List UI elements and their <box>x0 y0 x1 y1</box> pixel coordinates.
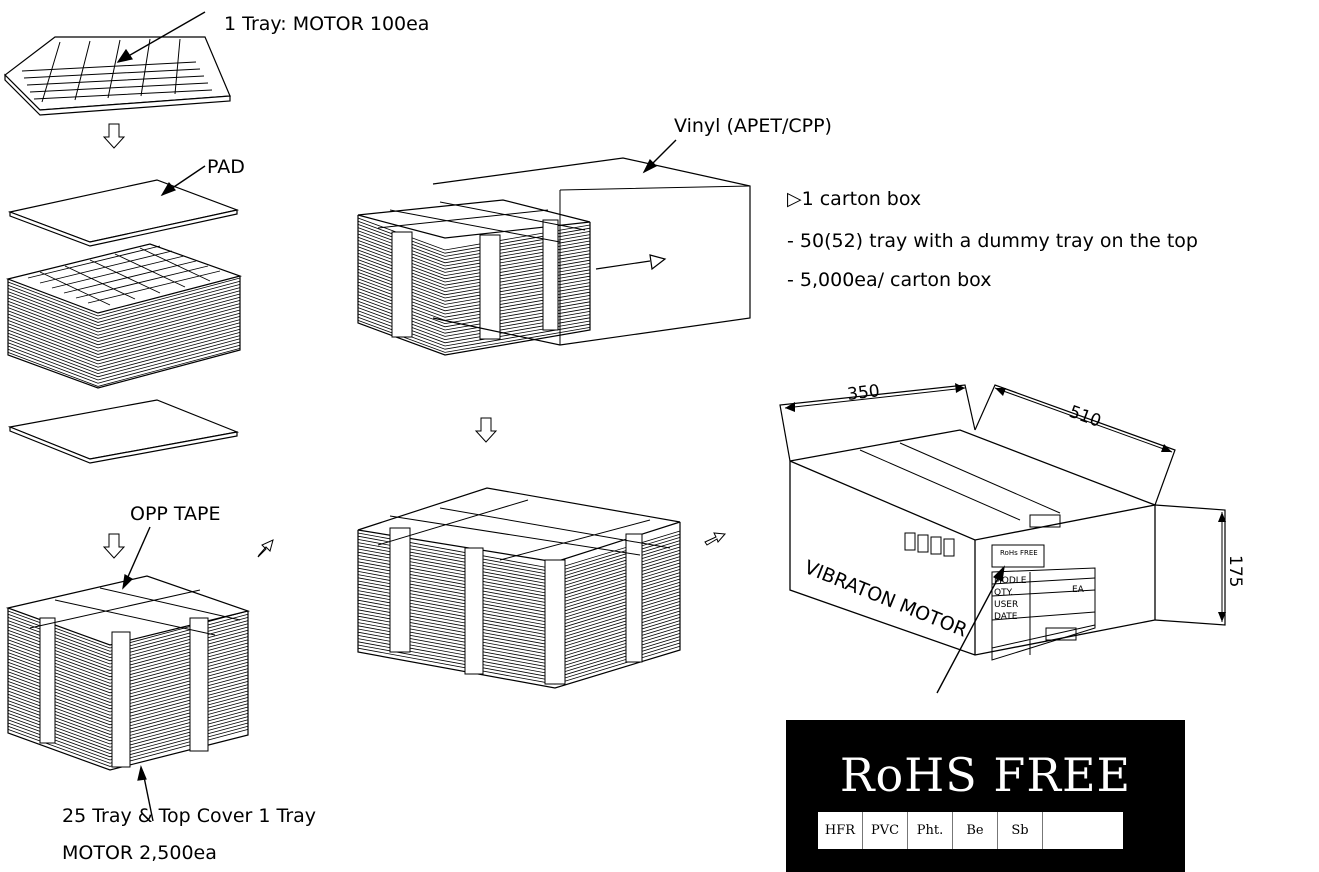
stack-edge-line <box>357 320 591 353</box>
stack-edge-line <box>357 246 591 280</box>
box-qty-unit: EA <box>1072 585 1085 595</box>
stack-edge-line <box>7 328 241 368</box>
box-label-table <box>991 567 1096 661</box>
box-row-user: USER <box>994 600 1018 610</box>
stack-edge-line <box>7 309 241 349</box>
box-small-label: RoHs FREE <box>1000 549 1038 557</box>
box-row-date: DATE <box>994 612 1018 622</box>
single-tray <box>4 11 231 116</box>
stack-edge-line <box>357 262 591 296</box>
stack-edge-line <box>357 294 591 328</box>
carton-title: ▷1 carton box <box>787 188 922 210</box>
dim-width: 350 <box>846 381 881 405</box>
rohs-cell-be: Be <box>953 812 998 849</box>
stack-edge-line <box>357 252 591 286</box>
stack-edge-line <box>357 297 591 331</box>
stack-edge-line <box>7 300 241 339</box>
stack-edge-line <box>357 233 591 267</box>
stack-edge-line <box>7 293 241 333</box>
double-stack <box>357 487 681 689</box>
stack-edge-line <box>7 316 241 355</box>
pad-label: PAD <box>207 156 245 178</box>
stack-edge-line <box>357 243 591 277</box>
taped-stack <box>5 526 251 822</box>
down-arrow <box>474 417 498 443</box>
stack-edge-line <box>7 338 241 378</box>
stack-edge-line <box>7 332 241 371</box>
stack-edge-line <box>7 335 241 375</box>
rohs-label: RoHS FREE HFR PVC Pht. Be Sb <box>786 720 1185 872</box>
stack-edge-line <box>7 306 241 346</box>
stack-edge-line <box>357 291 591 325</box>
stack-edge-line <box>7 284 241 323</box>
diagonal-arrow <box>257 539 274 558</box>
stack-edge-line <box>357 307 591 341</box>
stack-edge-line <box>7 303 241 343</box>
stack-edge-line <box>357 259 591 293</box>
tray-stack <box>5 243 243 389</box>
stack-edge-line <box>357 310 591 344</box>
stack-edge-line <box>357 281 591 315</box>
rohs-cells: HFR PVC Pht. Be Sb <box>818 812 1123 849</box>
tray-note: 1 Tray: MOTOR 100ea <box>224 13 430 35</box>
stack-edge-line <box>357 268 591 302</box>
stack-edge-line <box>7 325 241 365</box>
stack-edge-line <box>357 230 591 264</box>
dim-height: 175 <box>1225 555 1245 587</box>
stack-edge-line <box>357 240 591 273</box>
stack-edge-line <box>357 316 591 350</box>
down-arrow <box>102 123 126 149</box>
stack-line-1: 25 Tray & Top Cover 1 Tray <box>62 805 317 827</box>
vinyl-bag <box>357 139 751 356</box>
stack-edge-line <box>357 313 591 347</box>
opp-tape-label: OPP TAPE <box>130 503 221 525</box>
stack-edge-line <box>357 304 591 337</box>
rohs-cell-sb: Sb <box>998 812 1043 849</box>
rohs-cell-pvc: PVC <box>863 812 908 849</box>
carton-box <box>779 383 1226 694</box>
stack-edge-line <box>357 278 591 312</box>
stack-edge-line <box>357 227 591 261</box>
stack-edge-line <box>7 322 241 362</box>
rohs-cell-hfr: HFR <box>818 812 863 849</box>
stack-edge-line <box>357 224 591 257</box>
rohs-cell-pht: Pht. <box>908 812 953 849</box>
stack-edge-line <box>7 312 241 352</box>
pad-top <box>7 165 240 247</box>
box-row-modle: MODLE <box>994 576 1027 586</box>
stack-edge-line <box>7 277 241 317</box>
stack-edge-line <box>7 280 241 320</box>
carton-line-1: - 50(52) tray with a dummy tray on the t… <box>787 230 1198 252</box>
stack-edge-line <box>7 344 241 384</box>
stack-edge-line <box>7 290 241 330</box>
box-row-qty: QTY. <box>994 588 1013 598</box>
stack-edge-line <box>357 217 591 251</box>
stack-edge-line <box>357 284 591 318</box>
stack-edge-line <box>357 300 591 334</box>
rohs-cell-blank <box>1043 812 1123 849</box>
stack-edge-line <box>357 275 591 309</box>
stack-edge-line <box>357 220 591 254</box>
stack-edge-line <box>7 296 241 336</box>
stack-edge-line <box>7 348 241 387</box>
stack-line-2: MOTOR 2,500ea <box>62 842 217 864</box>
stack-edge-line <box>7 319 241 359</box>
stack-edge-line <box>7 341 241 381</box>
stack-edge-line <box>357 265 591 299</box>
stack-edge-line <box>357 249 591 283</box>
pad-bottom <box>7 399 240 464</box>
down-arrow <box>102 533 126 559</box>
stack-edge-line <box>7 287 241 327</box>
vinyl-label: Vinyl (APET/CPP) <box>674 115 832 137</box>
dim-length: 510 <box>1066 402 1103 432</box>
right-arrow <box>704 532 727 546</box>
stack-edge-line <box>357 272 591 305</box>
rohs-title: RoHS FREE <box>839 748 1132 802</box>
stack-edge-line <box>357 236 591 270</box>
carton-line-2: - 5,000ea/ carton box <box>787 269 992 291</box>
stack-edge-line <box>357 256 591 289</box>
